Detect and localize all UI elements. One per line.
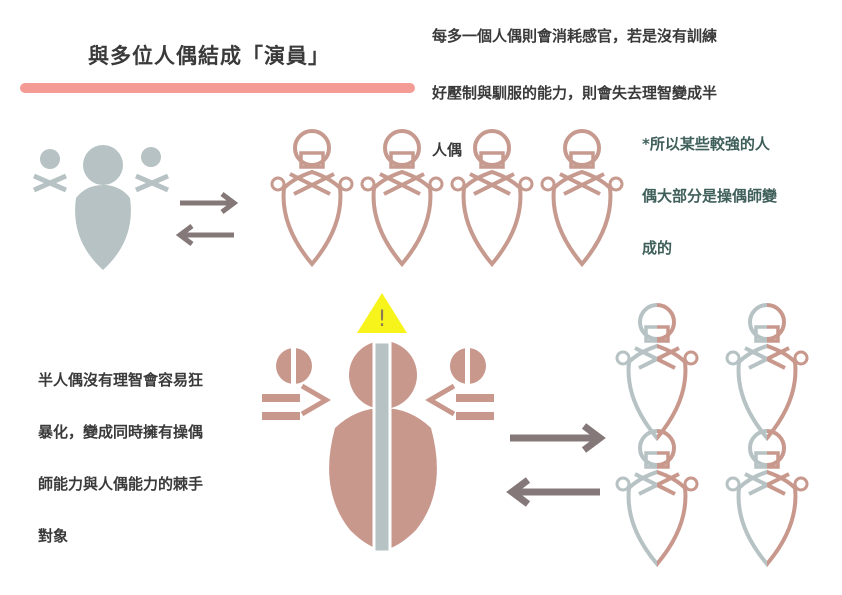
half-puppet-description-line: 暴化，變成同時擁有操偶 [38,423,204,441]
side-note: *所以某些較強的人 偶大部分是操偶師變 成的 [642,118,822,274]
warning-icon: ! [357,293,407,333]
half-puppet-description-line: 對象 [38,527,69,545]
side-note-line: *所以某些較強的人 [642,135,770,153]
warning-symbol: ! [378,307,387,332]
puppet-figure-icon [540,129,624,266]
half-puppet-description: 半人偶沒有理智會容易狂 暴化，變成同時擁有操偶 師能力與人偶能力的棘手 對象 [38,354,268,562]
title-underline [20,83,415,93]
top-description-line: 好壓制與馴服的能力，則會失去理智變成半 [432,84,718,102]
top-description-line: 每多一個人偶則會消耗感官，若是沒有訓練 [432,27,718,45]
half-puppet-figure-icon [615,303,699,440]
half-puppet-figure-icon [262,340,494,554]
puppet-figure-icon [360,129,444,266]
half-puppet-description-line: 師能力與人偶能力的棘手 [38,475,204,493]
double-arrow-icon [506,423,606,507]
puppet-figure-icon [270,129,354,266]
side-note-line: 偶大部分是操偶師變 [642,187,778,205]
half-puppet-figure-icon [725,429,809,566]
double-arrow-icon [175,192,239,246]
top-description-line: 人偶 [432,141,463,159]
half-puppet-description-line: 半人偶沒有理智會容易狂 [38,371,204,389]
puppet-figure-icon [450,129,534,266]
human-figure-icon [32,145,170,270]
side-note-line: 成的 [642,239,673,257]
diagram-title: 與多位人偶結成「演員」 [88,44,330,68]
half-puppet-figure-icon [725,303,809,440]
top-description: 每多一個人偶則會消耗感官，若是沒有訓練 好壓制與馴服的能力，則會失去理智變成半 … [432,8,802,179]
half-puppet-figure-icon [615,429,699,566]
